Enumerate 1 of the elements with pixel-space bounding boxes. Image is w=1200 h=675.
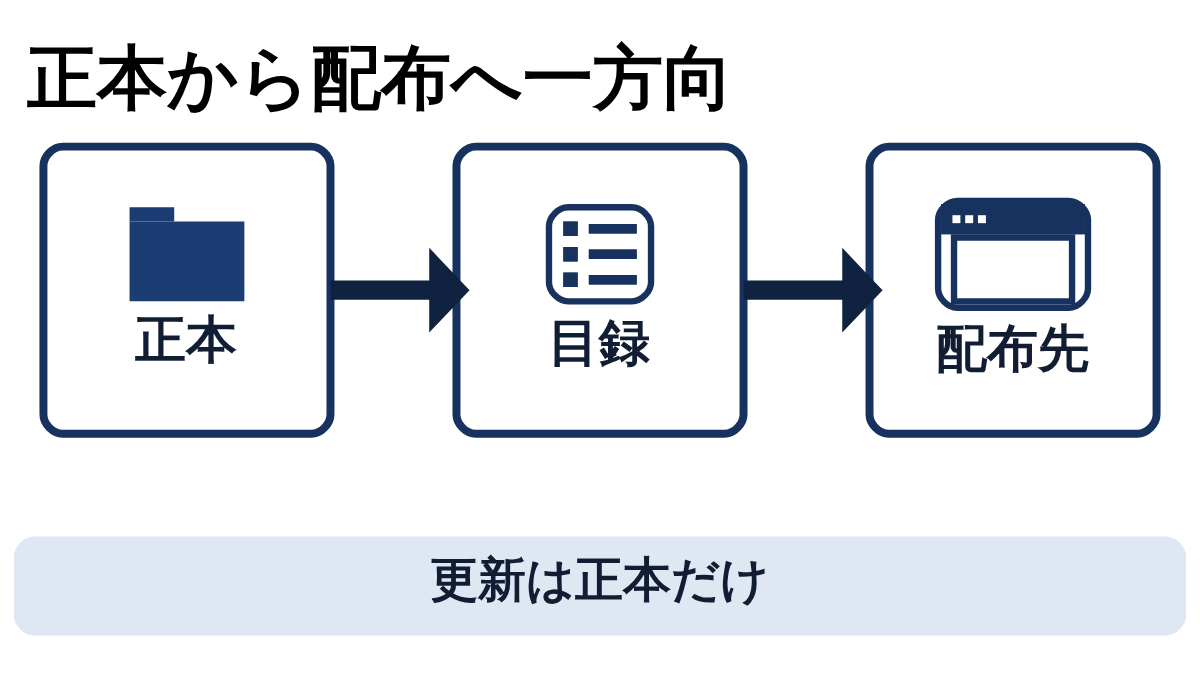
diagram-title: 正本から配布へ一方向 — [27, 36, 734, 119]
